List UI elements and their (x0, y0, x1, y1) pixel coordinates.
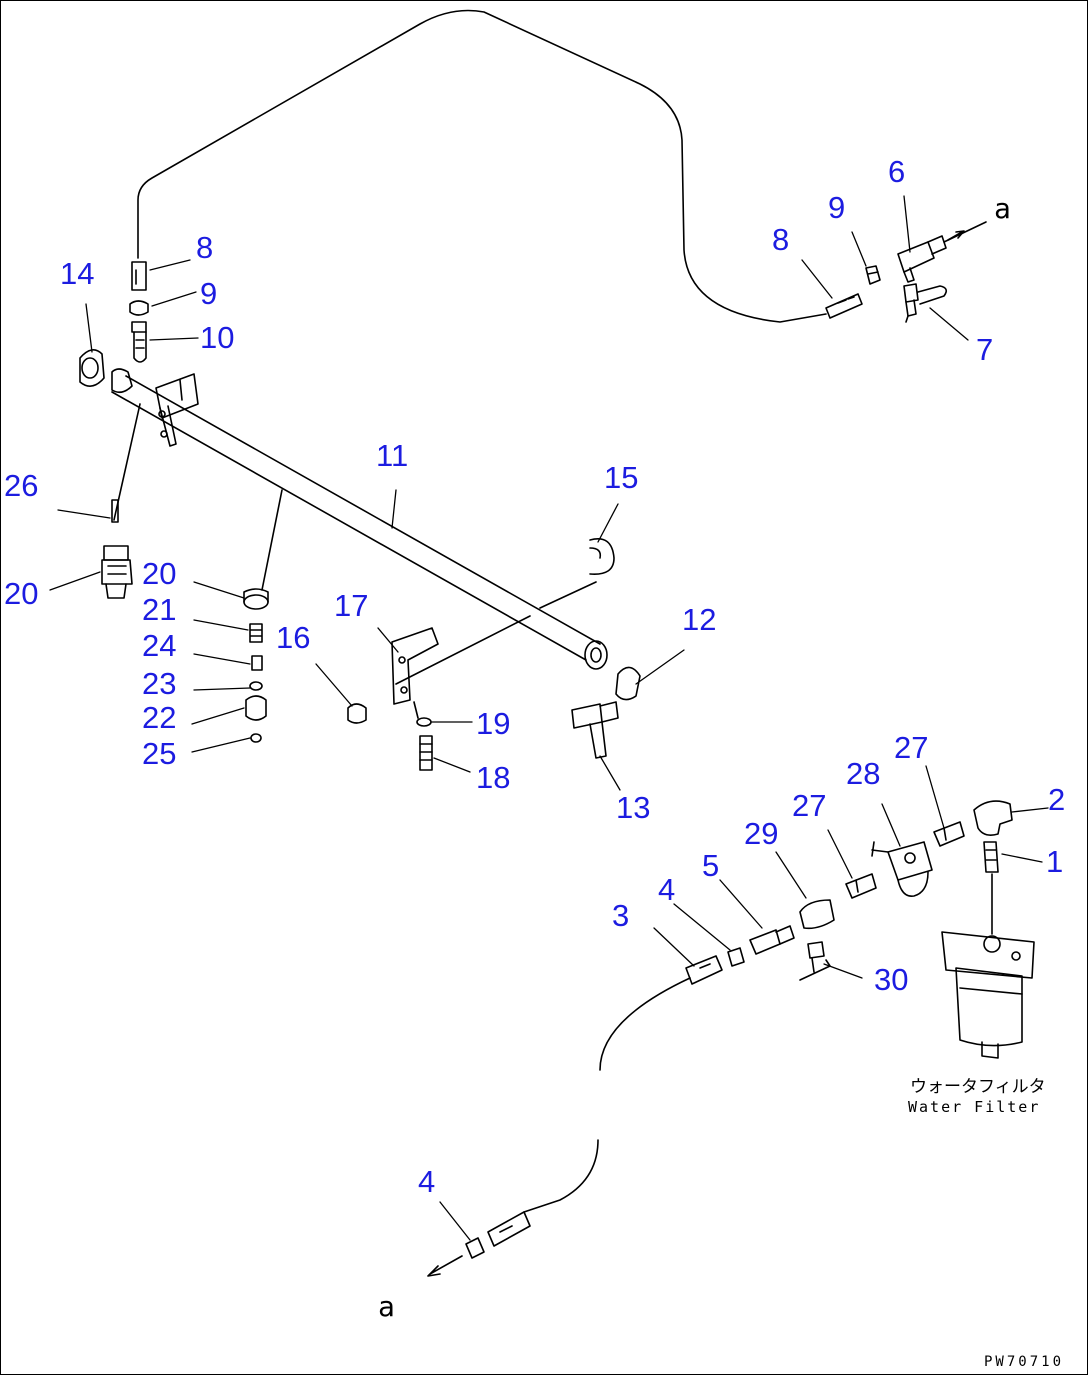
water-filter-label-jp: ウォータフィルタ (910, 1077, 1046, 1097)
callout-28: 28 (846, 756, 881, 791)
marker-a-top: a (994, 192, 1011, 225)
water-filter (941, 931, 1035, 1059)
bracket-on-pipe (155, 373, 199, 447)
callout-6: 6 (888, 154, 906, 189)
callout-23: 23 (142, 666, 177, 701)
switch-28 (871, 841, 933, 897)
washer-19 (416, 717, 432, 727)
callout-27-left: 27 (792, 788, 827, 823)
hose-end-lower (487, 1211, 531, 1247)
callout-21: 21 (142, 592, 177, 627)
callout-18: 18 (476, 760, 511, 795)
callout-1: 1 (1046, 844, 1064, 879)
callout-17: 17 (334, 588, 369, 623)
callout-2: 2 (1048, 782, 1066, 817)
part-26 (111, 499, 119, 523)
fitting-10 (131, 321, 147, 363)
arrow-a-bottom (427, 1255, 463, 1277)
drawing-code: PW70710 (984, 1354, 1065, 1370)
elbow-12 (615, 666, 641, 701)
callout-27-right: 27 (894, 730, 929, 765)
clamp-4-right (727, 947, 745, 967)
callout-29: 29 (744, 816, 779, 851)
fitting-6 (897, 235, 947, 283)
clip-15 (589, 538, 615, 575)
hose-8-right (825, 293, 863, 319)
fitting-27-left (845, 873, 877, 899)
callout-19: 19 (476, 706, 511, 741)
clamp-4-lower (465, 1237, 485, 1259)
nut-16 (347, 703, 367, 724)
callout-3: 3 (612, 898, 630, 933)
fitting-27-right (933, 821, 965, 847)
hose-lower (523, 977, 691, 1213)
arrow-a-top-line (943, 221, 987, 243)
callout-14: 14 (60, 256, 95, 291)
marker-a-bottom: a (378, 1290, 395, 1323)
hose-3 (685, 955, 723, 985)
callout-15: 15 (604, 460, 639, 495)
callout-13: 13 (616, 790, 651, 825)
clamp-9-left (129, 300, 149, 316)
callout-26: 26 (4, 468, 39, 503)
callout-5: 5 (702, 848, 720, 883)
callout-12: 12 (682, 602, 717, 637)
callout-10: 10 (200, 320, 235, 355)
valve-30 (799, 941, 831, 981)
fitting-5 (749, 925, 795, 955)
hose-upper (137, 9, 827, 323)
callout-9-right: 9 (828, 190, 846, 225)
callout-8-left: 8 (196, 230, 214, 265)
hose-8-left (131, 261, 147, 291)
tee-13 (571, 701, 619, 759)
callout-4-lower: 4 (418, 1164, 436, 1199)
callout-4-right: 4 (658, 872, 676, 907)
hose-15-line (395, 581, 597, 685)
callout-20-stack: 20 (142, 556, 177, 591)
callout-22: 22 (142, 700, 177, 735)
valve-7 (903, 283, 948, 323)
callout-24: 24 (142, 628, 177, 663)
leader-11-line (261, 489, 283, 591)
bracket-17 (391, 627, 439, 705)
callout-9-left: 9 (200, 276, 218, 311)
part-23 (249, 681, 263, 691)
callout-25: 25 (142, 736, 177, 771)
callout-16: 16 (276, 620, 311, 655)
part-25 (250, 733, 262, 743)
part-21 (249, 623, 263, 643)
part-24 (251, 655, 263, 671)
elbow-2 (973, 800, 1013, 836)
tee-29 (799, 899, 835, 930)
callout-30: 30 (874, 962, 909, 997)
callout-11: 11 (376, 438, 409, 473)
pipe-11 (111, 368, 608, 670)
leader-lines (49, 195, 1049, 1241)
part-20-stack (243, 588, 269, 610)
callout-7: 7 (976, 332, 994, 367)
bolt-18 (419, 735, 433, 771)
cap-14 (79, 349, 105, 387)
rod-17-19 (413, 701, 419, 719)
part-20-left (101, 545, 133, 599)
clamp-9-right (865, 265, 881, 285)
callout-8-right: 8 (772, 222, 790, 257)
nipple-1 (983, 841, 999, 873)
callout-20-left: 20 (4, 576, 39, 611)
part-22 (245, 695, 267, 721)
water-filter-label-en: Water Filter (908, 1098, 1041, 1116)
